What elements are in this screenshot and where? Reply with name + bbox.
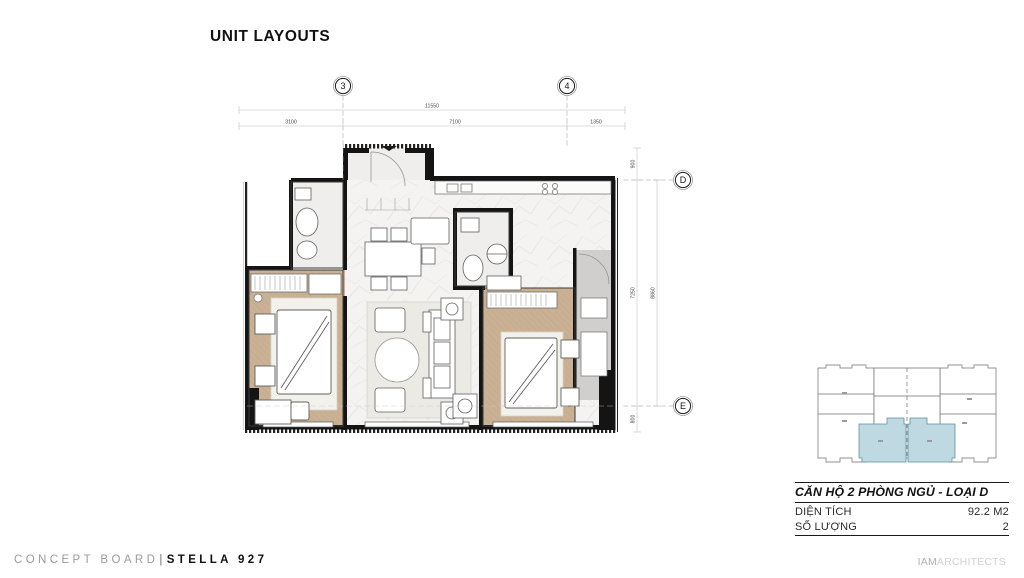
planter-icon (580, 331, 608, 377)
key-plan-unit-marks (842, 392, 972, 442)
floor-plan-drawing: 3 4 11550 3100 7100 1350 D (225, 70, 705, 470)
unit-info-block: CĂN HỘ 2 PHÒNG NGỦ - LOẠI D DIỆN TÍCH 92… (795, 482, 1009, 536)
vanity-icon (486, 275, 522, 291)
dining-table-icon (364, 241, 422, 277)
entry-door (370, 146, 406, 187)
key-plan (812, 362, 1002, 470)
top-dimension-group: 3 4 11550 3100 7100 1350 (238, 76, 626, 148)
floor-lamp-icon (253, 293, 263, 303)
logo-secondary-text: ARCHITECTS (936, 556, 1006, 568)
dimension-vertical-2: 7250 (631, 287, 637, 299)
grid-bubble-3: 3 (333, 76, 353, 148)
sink-icon (446, 183, 459, 193)
stove-burner-icon (542, 183, 548, 189)
dimension-vertical-1: 900 (631, 160, 637, 169)
logo-primary-text: IAM (917, 556, 937, 568)
master-bathroom-fixtures (410, 217, 522, 291)
master-bedroom-furniture (250, 273, 342, 425)
grid-bubble-label: 4 (564, 81, 569, 91)
unit-info-title: CĂN HỘ 2 PHÒNG NGỦ - LOẠI D (795, 482, 1009, 503)
exterior-edge-hatch (245, 428, 617, 433)
sink-icon (460, 183, 473, 193)
kitchen-counter (434, 180, 612, 195)
grid-bubble-4: 4 (557, 76, 577, 148)
living-room-furniture (366, 297, 472, 425)
footer-project-label: STELLA 927 (166, 554, 268, 566)
dresser-icon (254, 399, 292, 425)
wardrobe-icon (486, 291, 558, 309)
grid-bubble-label: 3 (340, 81, 345, 91)
grid-bubble-label: D (680, 175, 687, 185)
grid-bubble-D: D (621, 170, 693, 190)
info-label-quantity: SỐ LƯỢNG (795, 521, 857, 533)
toilet-icon (462, 254, 484, 282)
stove-burner-icon (552, 189, 558, 195)
mirror-icon (460, 217, 480, 233)
sink-icon (296, 240, 318, 260)
stove-burner-icon (542, 189, 548, 195)
bedroom-two-furniture (486, 291, 580, 417)
wardrobe-icon (250, 273, 308, 293)
footer-concept-label: CONCEPT BOARD (14, 554, 159, 566)
grid-bubble-E: E (621, 396, 693, 416)
dimension-overall-vertical: 8860 (651, 287, 657, 299)
bathtub-icon (410, 217, 450, 245)
info-value-quantity: 2 (1002, 521, 1009, 533)
grid-bubble-label: E (680, 401, 686, 411)
guest-bathroom-fixtures (294, 187, 319, 260)
dimension-segment-2: 7100 (449, 120, 461, 126)
toilet-icon (295, 207, 319, 237)
nightstand-icon (560, 339, 580, 359)
balcony-items (578, 253, 610, 377)
chair-icon (290, 401, 310, 421)
stove-burner-icon (552, 183, 558, 189)
dimension-overall-horizontal: 11550 (425, 104, 439, 110)
info-value-area: 92.2 M2 (967, 506, 1009, 518)
armchair-icon (374, 387, 406, 413)
nightstand-icon (254, 313, 276, 335)
dining-set (364, 227, 436, 291)
info-row-area: DIỆN TÍCH 92.2 M2 (795, 503, 1009, 518)
room-entry-floor (343, 148, 430, 180)
nightstand-icon (254, 365, 276, 387)
windows-bottom (262, 421, 594, 428)
coffee-table-icon (374, 337, 420, 383)
architect-logo: IAMARCHITECTS (918, 556, 1006, 568)
info-row-quantity: SỐ LƯỢNG 2 (795, 518, 1009, 536)
plan-body (243, 144, 618, 433)
dimension-segment-1: 3100 (285, 120, 297, 126)
mirror-icon (294, 187, 312, 201)
dimension-vertical-3: 800 (631, 415, 637, 424)
footer-left: CONCEPT BOARD|STELLA 927 (14, 554, 267, 566)
page-title: UNIT LAYOUTS (210, 28, 331, 45)
footer-separator: | (159, 554, 166, 566)
right-dimension-group: D E 900 7250 800 8860 (621, 147, 693, 433)
nightstand-icon (560, 387, 580, 407)
dimension-segment-3: 1350 (590, 120, 602, 126)
info-label-area: DIỆN TÍCH (795, 506, 852, 518)
guide-lines (247, 148, 615, 407)
key-plan-outline (817, 364, 997, 463)
armchair-icon (374, 307, 406, 333)
outdoor-unit-icon (580, 297, 608, 319)
